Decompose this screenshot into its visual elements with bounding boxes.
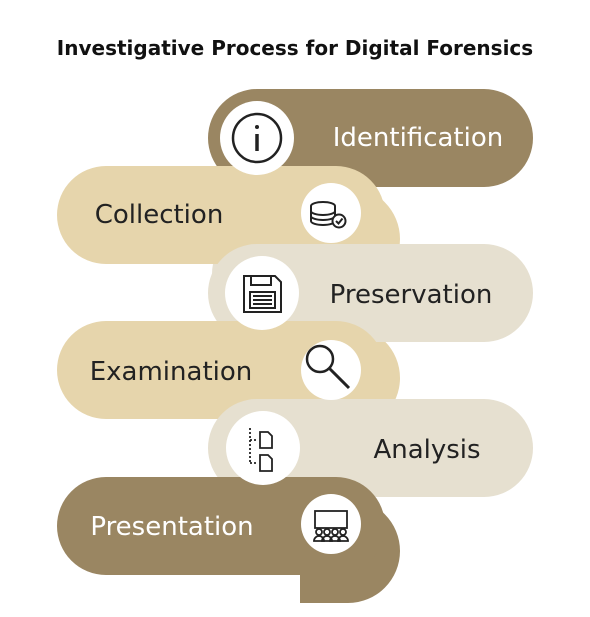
label-identification: Identification bbox=[333, 123, 503, 153]
audience-presentation-icon bbox=[313, 510, 349, 542]
pill-examination bbox=[57, 321, 385, 419]
pill-identification bbox=[208, 89, 533, 187]
file-tree-icon bbox=[249, 428, 273, 472]
magnifier-icon bbox=[305, 344, 351, 390]
label-collection: Collection bbox=[95, 200, 224, 230]
pills bbox=[57, 89, 533, 575]
floppy-disk-icon bbox=[243, 275, 282, 313]
icon-circle-presentation bbox=[301, 494, 361, 554]
label-examination: Examination bbox=[90, 357, 253, 387]
pill-presentation bbox=[57, 477, 385, 575]
label-analysis: Analysis bbox=[373, 435, 480, 465]
info-icon bbox=[231, 112, 283, 164]
label-presentation: Presentation bbox=[90, 512, 253, 542]
diagram-title: Investigative Process for Digital Forens… bbox=[56, 36, 534, 60]
pill-collection bbox=[57, 166, 385, 264]
database-check-icon bbox=[310, 201, 347, 229]
label-preservation: Preservation bbox=[330, 280, 493, 310]
labels: Identification Collection Preservation E… bbox=[90, 123, 504, 542]
